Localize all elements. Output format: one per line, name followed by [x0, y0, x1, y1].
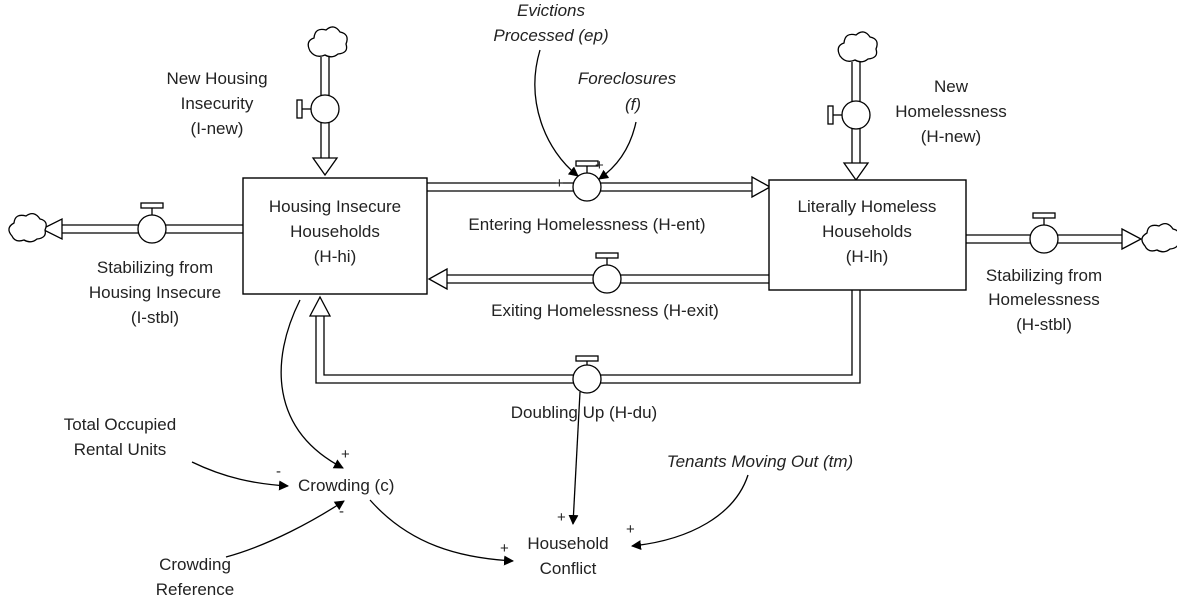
cloud-icon [837, 31, 878, 63]
valve-icon [137, 202, 167, 244]
flow-label-stabilizing-homeless-line2: Homelessness [988, 290, 1100, 309]
variable-label-crowding: Crowding (c) [298, 476, 394, 495]
polarity-sign: + [595, 157, 604, 174]
flow-label-stabilizing-insecure-line2: Housing Insecure [89, 283, 221, 302]
stock-label-line3: (H-lh) [846, 247, 889, 266]
cloud-icon [307, 26, 348, 58]
flow-label-new-insecurity-line2: Insecurity [181, 94, 254, 113]
polarity-sign: - [276, 463, 281, 480]
stock-label-line1: Literally Homeless [798, 197, 937, 216]
cloud-icon [8, 212, 47, 243]
valve-icon [572, 160, 602, 202]
valve-icon [827, 100, 871, 130]
link-crowding-to-conflict [369, 499, 514, 566]
flow-label-stabilizing-insecure-line1: Stabilizing from [97, 258, 213, 277]
variable-label-crowding-reference-line2: Reference [156, 580, 234, 599]
link-reference-to-crowding [225, 500, 345, 558]
variable-label-evictions-line2: Processed (ep) [493, 26, 608, 45]
polarity-sign: + [500, 540, 509, 557]
stock-label-line3: (H-hi) [314, 247, 357, 266]
valve-icon [572, 355, 602, 394]
flow-label-new-homelessness-line2: Homelessness [895, 102, 1007, 121]
stock-label-line2: Households [290, 222, 380, 241]
variable-label-foreclosures-line2: (f) [625, 95, 641, 114]
variable-label-household-conflict-line2: Conflict [540, 559, 597, 578]
variable-label-crowding-reference-line1: Crowding [159, 555, 231, 574]
flow-label-doubling-up: Doubling Up (H-du) [511, 403, 657, 422]
valve-icon [1029, 212, 1059, 254]
flow-label-stabilizing-homeless-line1: Stabilizing from [986, 266, 1102, 285]
link-foreclosures-to-entering [598, 121, 637, 180]
flow-label-new-homelessness-line3: (H-new) [921, 127, 981, 146]
variable-label-total-rental-line1: Total Occupied [64, 415, 176, 434]
flow-label-stabilizing-homeless-line3: (H-stbl) [1016, 315, 1072, 334]
polarity-sign: + [555, 175, 564, 192]
stock-literally-homeless: Literally Homeless Households (H-lh) [768, 179, 967, 291]
link-doubling-to-conflict [568, 391, 581, 525]
polarity-sign: + [341, 446, 350, 463]
variable-label-foreclosures-line1: Foreclosures [578, 69, 677, 88]
variable-label-tenants-moving-out: Tenants Moving Out (tm) [667, 452, 853, 471]
valve-icon [592, 252, 622, 294]
stock-housing-insecure: Housing Insecure Households (H-hi) [242, 177, 428, 295]
flow-label-entering-homelessness: Entering Homelessness (H-ent) [468, 215, 705, 234]
polarity-sign: + [557, 509, 566, 526]
link-hhi-to-crowding [280, 299, 344, 469]
variable-label-total-rental-line2: Rental Units [74, 440, 167, 459]
link-tenants-to-conflict [631, 474, 749, 551]
flow-label-new-insecurity-line3: (I-new) [191, 119, 244, 138]
cloud-icon [1141, 222, 1177, 253]
polarity-sign: - [339, 503, 344, 520]
variable-label-evictions-line1: Evictions [517, 1, 586, 20]
flow-label-exiting-homelessness: Exiting Homelessness (H-exit) [491, 301, 719, 320]
flow-label-stabilizing-insecure-line3: (I-stbl) [131, 308, 179, 327]
polarity-sign: + [626, 521, 635, 538]
variable-label-household-conflict-line1: Household [527, 534, 608, 553]
valve-icon [296, 94, 340, 124]
stock-label-line1: Housing Insecure [269, 197, 401, 216]
link-total-rental-to-crowding [191, 461, 289, 491]
stock-label-line2: Households [822, 222, 912, 241]
flow-label-new-homelessness-line1: New [934, 77, 969, 96]
flow-label-new-insecurity-line1: New Housing [166, 69, 267, 88]
link-evictions-to-entering [534, 49, 579, 177]
